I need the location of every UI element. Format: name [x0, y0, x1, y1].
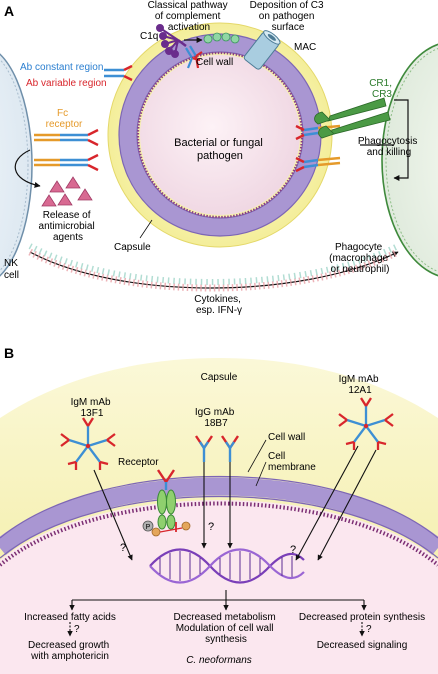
panel-a: A	[0, 0, 438, 316]
phagocytosis-arrow	[393, 99, 409, 181]
cell-wall-outer-line-b	[0, 476, 438, 539]
panel-a-letter: A	[4, 3, 14, 19]
phospho-label: P	[146, 524, 151, 531]
receptor-complex	[157, 469, 176, 530]
cr-label: CR1, CR3	[369, 78, 395, 100]
c3-deposits	[203, 32, 240, 44]
cell-membrane-leader	[255, 461, 267, 487]
cell-membrane-b	[0, 501, 438, 567]
cell-wall-band-b	[0, 477, 438, 555]
capsule-label-b: Capsule	[201, 372, 238, 383]
antibody-top	[185, 45, 203, 69]
igm-13f1-label: IgM mAb 13F1	[71, 397, 114, 419]
dna-helix	[149, 548, 305, 584]
cytokine-arc	[29, 251, 399, 289]
panel-b-letter: B	[4, 345, 14, 361]
decreased-growth-label: Decreased growth with amphotericin	[28, 640, 112, 662]
question-mark-5: ?	[366, 624, 372, 635]
receptor-label: Receptor	[118, 457, 159, 468]
ab-variable-label: Ab variable region	[26, 78, 107, 89]
nk-activation-arrow	[14, 149, 41, 188]
antibody-legend	[104, 64, 133, 82]
question-mark-4: ?	[74, 624, 80, 635]
signal-arrows	[93, 445, 377, 561]
question-mark-2: ?	[208, 521, 214, 533]
phagocyte-shape	[381, 43, 438, 277]
igm-12a1-molecule	[338, 397, 394, 450]
cell-wall-leader-b	[247, 439, 267, 473]
cell-wall-label-b: Cell wall	[268, 432, 305, 443]
cell-membrane-label: Cell membrane	[268, 451, 316, 473]
phagocytosis-label: Phagocytosis and killing	[358, 136, 420, 158]
igm-13f1-molecule	[60, 417, 116, 470]
question-mark-3: ?	[290, 544, 296, 556]
cr-receptor	[314, 97, 391, 139]
mac-label: MAC	[294, 42, 316, 53]
classical-pathway-label: Classical pathway of complement activati…	[148, 0, 231, 33]
cytoplasm-b	[0, 500, 438, 674]
deposition-c3-label: Deposition of C3 on pathogen surface	[250, 0, 327, 33]
panel-b: B	[0, 345, 438, 674]
phosphorylation: P	[142, 520, 191, 537]
antimicrobial-label: Release of antimicrobial agents	[39, 210, 98, 243]
fc-receptor-antibodies	[34, 128, 99, 172]
pathogen-label: Bacterial or fungal pathogen	[174, 137, 266, 162]
decreased-protein-label: Decreased protein synthesis	[299, 612, 425, 623]
decreased-signaling-label: Decreased signaling	[317, 640, 408, 651]
nk-cell-label: NK cell	[4, 258, 21, 281]
organism-label: C. neoformans	[186, 655, 252, 666]
decreased-metabolism-label: Decreased metabolism Modulation of cell …	[173, 612, 278, 645]
phagocyte-label: Phagocyte (macrophage or neutrophil)	[329, 242, 391, 275]
outcome-tree	[67, 590, 367, 637]
antimicrobial-agents	[41, 176, 93, 207]
cell-wall-inner-line-b	[0, 496, 438, 559]
capsule-label-a: Capsule	[114, 242, 151, 253]
question-mark-1: ?	[120, 542, 126, 554]
igg-18b7-label: IgG mAb 18B7	[195, 407, 237, 429]
capsule-leader-a	[139, 219, 153, 239]
fc-receptor-label: Fc receptor	[46, 108, 83, 130]
ab-constant-label: Ab constant region	[20, 62, 103, 73]
cytokines-label: Cytokines, esp. IFN-γ	[194, 294, 243, 316]
c1q-complex	[156, 24, 187, 58]
fatty-acids-label: Increased fatty acids	[24, 612, 116, 623]
igg-18b7-molecules	[195, 435, 239, 462]
igm-12a1-label: IgM mAb 12A1	[339, 374, 382, 396]
c1q-label: C1q	[140, 31, 158, 42]
cell-wall-label-a: Cell wall	[196, 57, 233, 68]
mac-pore	[243, 30, 281, 70]
